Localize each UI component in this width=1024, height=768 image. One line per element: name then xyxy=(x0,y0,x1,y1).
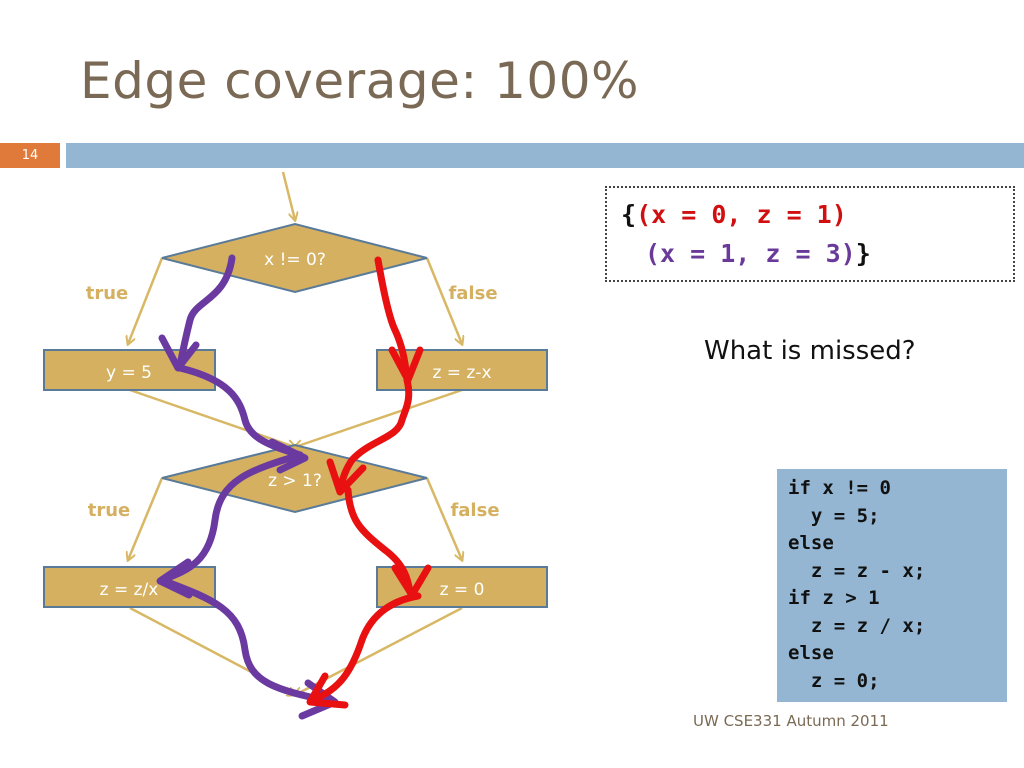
true-label-1: true xyxy=(86,283,129,304)
decision-2-label: z > 1? xyxy=(268,471,322,491)
true-label-2: true xyxy=(88,500,131,521)
decision-1-label: x != 0? xyxy=(264,250,326,270)
edge-d2-false xyxy=(425,477,462,560)
footer-text: UW CSE331 Autumn 2011 xyxy=(693,712,889,730)
page-number: 14 xyxy=(0,143,60,168)
code-line: z = z / x; xyxy=(788,614,926,637)
question-text: What is missed? xyxy=(704,336,916,366)
test-set-line-1: {(x = 0, z = 1) xyxy=(621,200,847,229)
slide-title: Edge coverage: 100% xyxy=(80,52,640,110)
edge-y5-merge xyxy=(129,388,295,447)
edge-zzx-merge xyxy=(295,388,463,447)
test-case-2: (x = 1, z = 3) xyxy=(645,239,856,268)
code-line: y = 5; xyxy=(788,504,880,527)
title-underline-bar xyxy=(66,143,1024,168)
test-set-line-2: (x = 1, z = 3)} xyxy=(645,239,871,268)
code-line: else xyxy=(788,642,834,664)
decision-node-1: x != 0? xyxy=(161,222,428,294)
box-y5-label: y = 5 xyxy=(106,363,152,383)
test-case-1: (x = 0, z = 1) xyxy=(636,200,847,229)
code-line: z = 0; xyxy=(788,669,880,692)
false-label-2: false xyxy=(450,500,499,521)
red-execution-path xyxy=(306,256,432,709)
box-z0-label: z = 0 xyxy=(440,580,485,600)
edge-d2-true xyxy=(128,477,164,560)
code-line: if x != 0 xyxy=(788,477,891,499)
decision-node-2: z > 1? xyxy=(161,443,428,514)
edge-entry xyxy=(281,171,295,220)
code-line: z = z - x; xyxy=(788,559,926,582)
test-set-box: {(x = 0, z = 1) (x = 1, z = 3)} xyxy=(605,186,1015,282)
edge-d1-false xyxy=(425,257,462,344)
box-zzx-label: z = z-x xyxy=(432,363,491,383)
box-zdiv-label: z = z/x xyxy=(100,580,159,600)
close-brace: } xyxy=(855,239,871,268)
false-label-1: false xyxy=(448,283,497,304)
code-line: if z > 1 xyxy=(788,587,880,609)
open-brace: { xyxy=(621,200,637,229)
box-z-equals-z-div-x: z = z/x xyxy=(43,566,216,608)
code-line: else xyxy=(788,532,834,554)
edge-d1-true xyxy=(128,257,164,344)
code-listing: if x != 0 y = 5; else z = z - x; if z > … xyxy=(777,469,1007,702)
